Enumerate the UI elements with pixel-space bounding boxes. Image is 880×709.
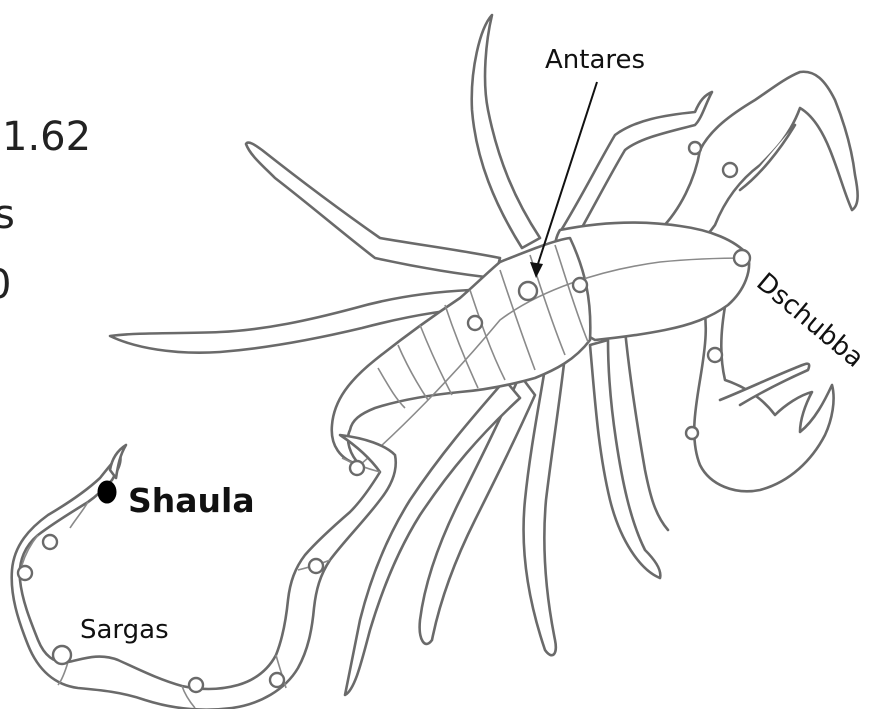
- star-tail-1: [350, 461, 364, 475]
- star-shaula: [98, 481, 116, 503]
- star-body-1: [573, 278, 587, 292]
- star-tail-5: [18, 566, 32, 580]
- clipped-text-1: 1.62: [2, 114, 91, 160]
- star-tail-4: [189, 678, 203, 692]
- label-dschubba: Dschubba: [751, 267, 870, 373]
- star-claw-4: [686, 427, 698, 439]
- clipped-text-2: s: [0, 192, 15, 238]
- label-sargas: Sargas: [80, 615, 169, 645]
- star-tail-3: [270, 673, 284, 687]
- star-body-2: [468, 316, 482, 330]
- star-claw-2: [689, 142, 701, 154]
- label-shaula: Shaula: [128, 481, 255, 520]
- star-sargas: [53, 646, 71, 664]
- label-antares: Antares: [545, 45, 645, 75]
- clipped-text-3: 0: [0, 262, 11, 308]
- star-claw-3: [708, 348, 722, 362]
- star-claw-1: [723, 163, 737, 177]
- star-tail-2: [309, 559, 323, 573]
- star-dschubba: [734, 250, 750, 266]
- star-tail-6: [43, 535, 57, 549]
- tail: [12, 435, 396, 709]
- star-antares: [519, 282, 537, 300]
